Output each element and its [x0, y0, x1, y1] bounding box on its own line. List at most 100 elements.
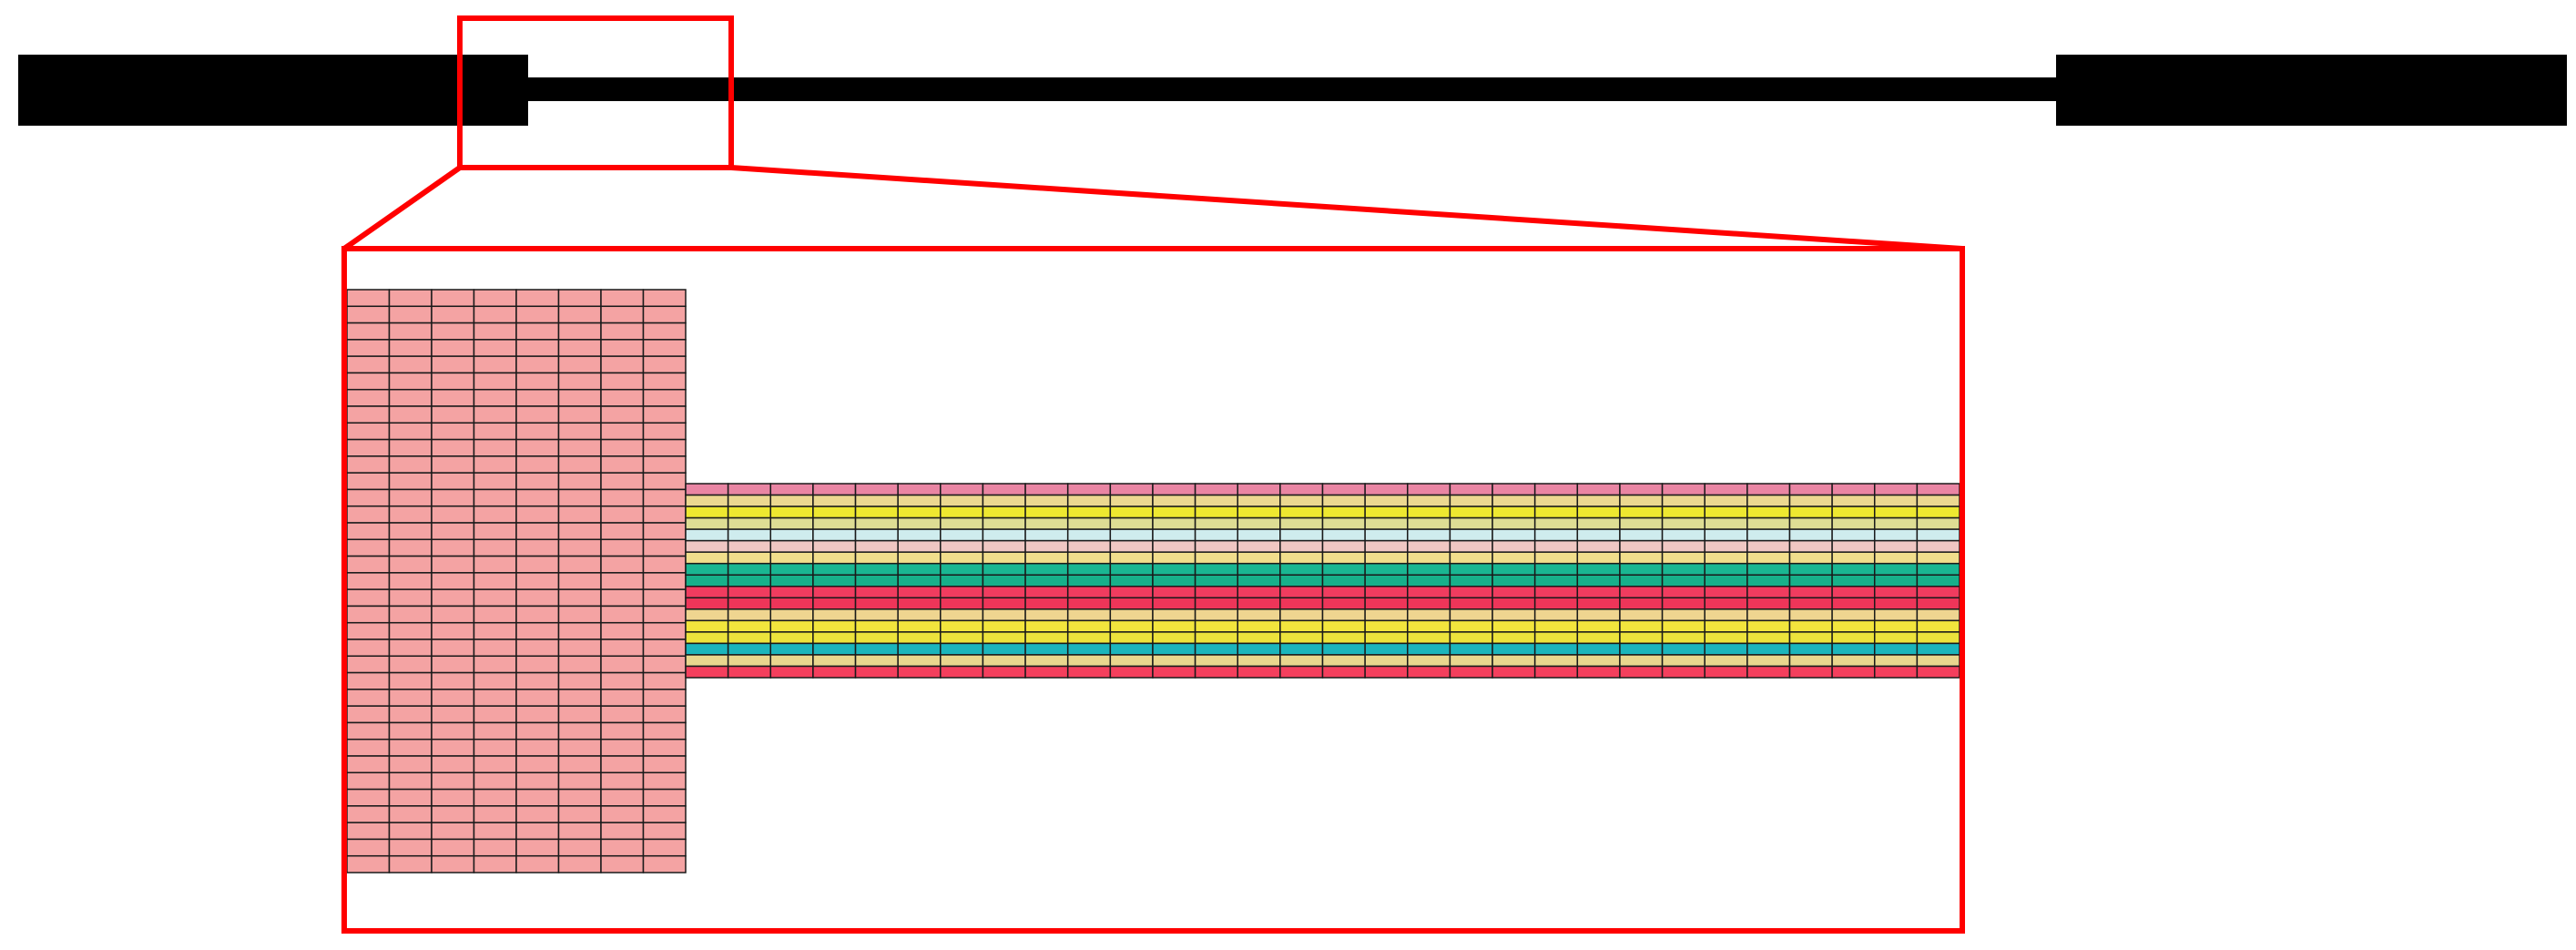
layer-mesh-cell — [685, 539, 729, 553]
grip-mesh-cell — [388, 522, 433, 541]
layer-mesh-cell — [1704, 516, 1748, 530]
layer-mesh-cell — [1449, 586, 1493, 599]
grip-mesh-cell — [431, 388, 475, 407]
left-grip-section — [18, 55, 528, 126]
layer-mesh-cell — [1916, 654, 1960, 668]
layer-mesh-cell — [1024, 574, 1069, 587]
layer-mesh-cell — [1576, 562, 1621, 576]
layer-mesh-cell — [1492, 562, 1536, 576]
layer-mesh-cell — [1364, 597, 1409, 610]
layer-mesh-cell — [812, 539, 857, 553]
layer-mesh-cell — [1449, 516, 1493, 530]
grip-mesh-cell — [515, 822, 560, 841]
layer-mesh-cell — [854, 631, 899, 645]
layer-mesh-cell — [1237, 586, 1281, 599]
layer-mesh-cell — [940, 586, 984, 599]
grip-mesh-cell — [557, 289, 602, 308]
layer-mesh-cell — [1704, 665, 1748, 679]
grip-mesh-cell — [642, 505, 687, 524]
grip-mesh-cell — [557, 405, 602, 424]
layer-mesh-cell — [1788, 631, 1833, 645]
grip-mesh-cell — [600, 771, 645, 791]
layer-mesh-cell — [1619, 586, 1664, 599]
grip-mesh-cell — [515, 788, 560, 807]
layer-mesh-cell — [1661, 494, 1705, 507]
layer-mesh-cell — [1279, 528, 1324, 542]
layer-mesh-cell — [1152, 551, 1196, 565]
layer-mesh-cell — [685, 516, 729, 530]
layer-mesh-cell — [1152, 539, 1196, 553]
layer-mesh-cell — [1746, 608, 1791, 622]
grip-mesh-cell — [642, 289, 687, 308]
grip-mesh-cell — [346, 638, 391, 658]
grip-mesh-cell — [346, 488, 391, 507]
layer-mesh-cell — [1873, 528, 1919, 542]
grip-mesh-cell — [473, 705, 517, 724]
layer-mesh-cell — [897, 483, 942, 496]
grip-mesh-cell — [600, 455, 645, 474]
grip-mesh-cell — [515, 488, 560, 507]
zoom-highlight-box — [457, 15, 734, 170]
grip-mesh-cell — [557, 505, 602, 524]
grip-mesh-cell — [515, 355, 560, 374]
layer-mesh-cell — [897, 631, 942, 645]
layer-mesh-cell — [727, 619, 772, 633]
layer-mesh-cell — [1194, 483, 1238, 496]
grip-mesh-cell — [346, 788, 391, 807]
layer-mesh-cell — [1619, 516, 1664, 530]
layer-mesh-cell — [1576, 516, 1621, 530]
layer-mesh-cell — [1194, 631, 1238, 645]
grip-mesh-cell — [388, 755, 433, 774]
layer-mesh-cell — [1279, 597, 1324, 610]
grip-mesh-cell — [473, 555, 517, 574]
grip-mesh-cell — [388, 605, 433, 624]
layer-mesh-cell — [1109, 483, 1154, 496]
layer-mesh-cell — [1661, 586, 1705, 599]
layer-mesh-cell — [982, 631, 1026, 645]
layer-mesh-cell — [1066, 597, 1112, 610]
layer-mesh-cell — [1109, 551, 1154, 565]
layer-mesh-cell — [1407, 619, 1451, 633]
grip-mesh-cell — [346, 771, 391, 791]
layer-mesh-cell — [1916, 665, 1960, 679]
layer-mesh-cell — [1364, 539, 1409, 553]
grip-mesh-cell — [557, 522, 602, 541]
grip-mesh-cell — [642, 372, 687, 391]
layer-mesh-cell — [1619, 574, 1664, 587]
layer-mesh-cell — [769, 642, 814, 656]
layer-mesh-cell — [1237, 608, 1281, 622]
layer-mesh-cell — [1492, 586, 1536, 599]
layer-mesh-cell — [769, 654, 814, 668]
grip-mesh-cell — [515, 305, 560, 324]
grip-mesh-cell — [600, 822, 645, 841]
grip-mesh-cell — [431, 322, 475, 341]
layer-mesh-cell — [812, 551, 857, 565]
layer-mesh-cell — [1449, 631, 1493, 645]
layer-mesh-cell — [940, 506, 984, 519]
grip-mesh-cell — [346, 505, 391, 524]
grip-mesh-cell — [600, 472, 645, 491]
layer-mesh-cell — [1533, 551, 1579, 565]
grip-mesh-cell — [642, 305, 687, 324]
layer-mesh-cell — [1152, 528, 1196, 542]
layer-mesh-cell — [940, 665, 984, 679]
layer-mesh-cell — [897, 574, 942, 587]
layer-mesh-cell — [1024, 586, 1069, 599]
layer-mesh-cell — [1152, 665, 1196, 679]
layer-mesh-cell — [1746, 631, 1791, 645]
grip-mesh-cell — [431, 488, 475, 507]
layer-mesh-cell — [685, 528, 729, 542]
layer-mesh-cell — [1066, 586, 1112, 599]
layer-mesh-cell — [1533, 642, 1579, 656]
grip-mesh-cell — [600, 854, 645, 873]
layer-mesh-cell — [1746, 562, 1791, 576]
layer-mesh-cell — [1576, 506, 1621, 519]
grip-mesh-cell — [431, 289, 475, 308]
layer-mesh-cell — [897, 586, 942, 599]
grip-mesh-cell — [557, 671, 602, 690]
grip-mesh-cell — [388, 705, 433, 724]
layer-mesh-cell — [1619, 665, 1664, 679]
layer-mesh-cell — [1279, 586, 1324, 599]
layer-mesh-cell — [1066, 631, 1112, 645]
grip-mesh-cell — [557, 488, 602, 507]
